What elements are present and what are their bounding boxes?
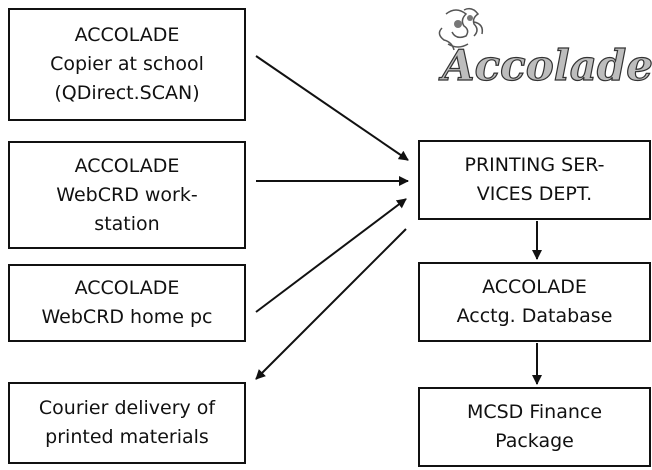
copier-line-2: Copier at school <box>50 53 204 75</box>
copier-source-label: ACCOLADE Copier at school (QDirect.SCAN) <box>50 21 204 108</box>
printing-services-box: PRINTING SER- VICES DEPT. <box>418 140 651 220</box>
workstation-line-3: station <box>94 212 160 235</box>
homepc-line-2: WebCRD home pc <box>41 306 213 328</box>
courier-line-2: printed materials <box>45 426 209 448</box>
accounting-database-box: ACCOLADE Acctg. Database <box>418 262 651 342</box>
finance-line-1: MCSD Finance <box>466 401 603 423</box>
homepc-line-1: ACCOLADE <box>74 277 180 299</box>
arrow-homepc-to-printing <box>255 198 407 313</box>
finance-package-box: MCSD Finance Package <box>418 387 651 467</box>
workstation-source-label: ACCOLADE WebCRD work- station <box>56 152 197 239</box>
workstation-line-1: ACCOLADE <box>74 154 180 177</box>
workstation-line-2: WebCRD work- <box>56 183 198 206</box>
homepc-source-box: ACCOLADE WebCRD home pc <box>8 264 246 342</box>
logo-ornament <box>438 7 484 51</box>
copier-line-1: ACCOLADE <box>74 24 180 46</box>
copier-line-3: (QDirect.SCAN) <box>54 82 200 104</box>
printing-line-2: VICES DEPT. <box>476 183 593 205</box>
courier-delivery-box: Courier delivery of printed materials <box>8 382 246 464</box>
arrow-printing-to-courier <box>255 228 407 380</box>
accounting-database-label: ACCOLADE Acctg. Database <box>457 273 613 331</box>
printing-line-1: PRINTING SER- <box>464 154 605 176</box>
workstation-source-box: ACCOLADE WebCRD work- station <box>8 141 246 249</box>
copier-source-box: ACCOLADE Copier at school (QDirect.SCAN) <box>8 8 246 121</box>
arrow-copier-to-printing <box>255 55 409 161</box>
logo-text: Accolade <box>438 41 652 90</box>
finance-package-label: MCSD Finance Package <box>467 398 602 456</box>
courier-line-1: Courier delivery of <box>38 397 216 419</box>
database-line-1: ACCOLADE <box>482 276 587 298</box>
finance-line-2: Package <box>495 430 574 452</box>
accolade-logo: Accolade <box>437 7 652 91</box>
homepc-source-label: ACCOLADE WebCRD home pc <box>42 274 213 332</box>
printing-services-label: PRINTING SER- VICES DEPT. <box>464 151 604 209</box>
courier-delivery-label: Courier delivery of printed materials <box>39 394 215 452</box>
database-line-2: Acctg. Database <box>456 305 613 327</box>
